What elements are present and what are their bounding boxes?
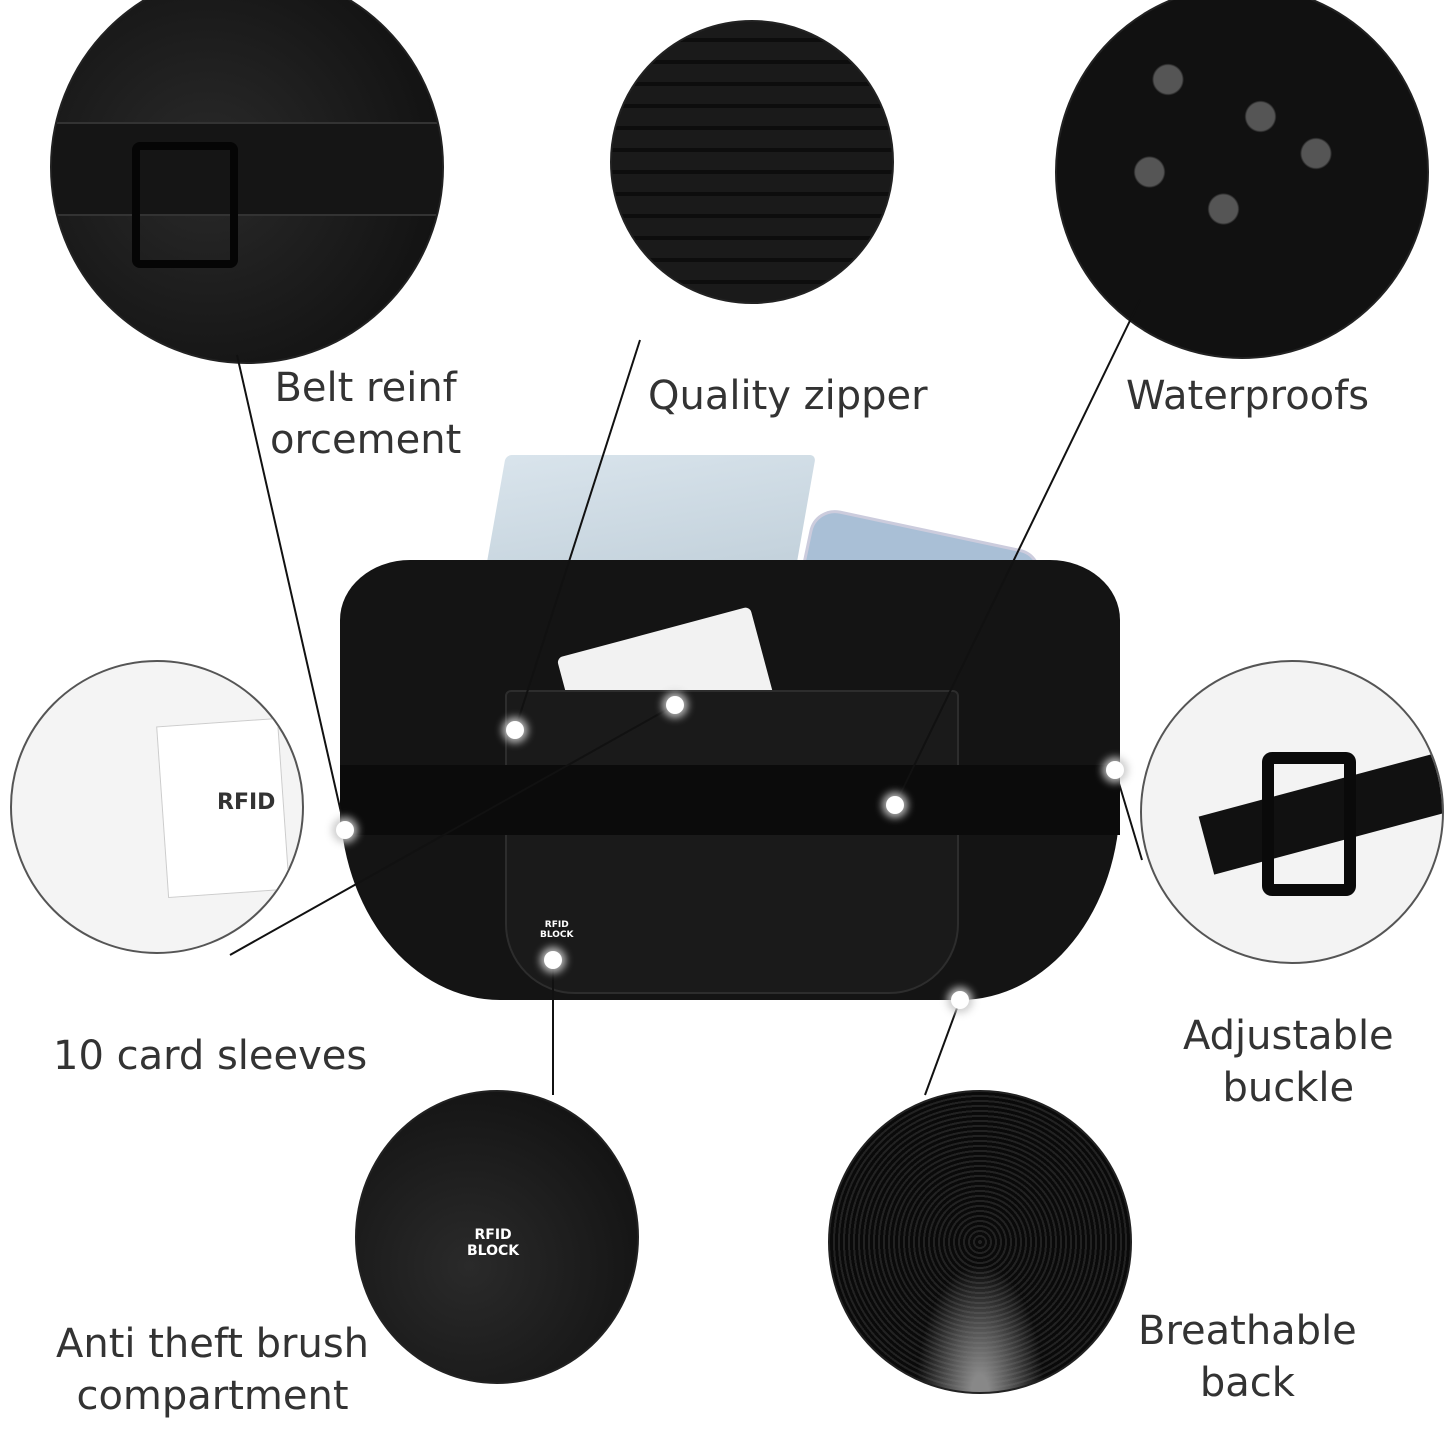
hotspot-anti-theft (544, 951, 562, 969)
label-waterproofs: Waterproofs (1126, 373, 1370, 419)
leader-line-zipper (514, 339, 641, 731)
hotspot-waterproof (886, 796, 904, 814)
anti-theft-line2: compartment (76, 1373, 349, 1419)
leader-line-waterproof (894, 299, 1141, 806)
adjustable-buckle-photo (1140, 660, 1444, 964)
rfid-text-small: RFID (544, 920, 569, 930)
strap-image (52, 122, 442, 216)
rfid-block-badge-small: RFID BLOCK (540, 920, 574, 940)
rfid-block-badge-large: RFID BLOCK (467, 1227, 519, 1259)
leader-line-buckle (1114, 769, 1143, 861)
rfid-text: RFID (474, 1227, 512, 1243)
belt-line2: orcement (270, 417, 462, 463)
quality-zipper-photo (610, 20, 894, 304)
front-pocket (505, 690, 959, 994)
breathable-line2: back (1199, 1360, 1295, 1406)
block-text: BLOCK (467, 1243, 520, 1259)
hotspot-breathable (951, 991, 969, 1009)
breathable-back-photo (828, 1090, 1132, 1394)
slider-buckle-image (1262, 752, 1356, 896)
belt-line1: Belt reinf (274, 365, 457, 411)
label-adjustable-buckle: Adjustable buckle (1183, 1010, 1394, 1114)
buckle-image (132, 142, 238, 268)
leader-line-belt (236, 354, 346, 831)
leader-line-breathable (924, 999, 961, 1096)
label-belt-reinforcement: Belt reinf orcement (270, 362, 461, 466)
waterproof-fabric-photo (1055, 0, 1429, 359)
block-text-small: BLOCK (540, 930, 574, 940)
anti-theft-line1: Anti theft brush (56, 1321, 370, 1367)
buckle-line2: buckle (1222, 1065, 1355, 1111)
belt-strap (340, 765, 1120, 835)
buckle-line1: Adjustable (1183, 1013, 1394, 1059)
label-anti-theft: Anti theft brush compartment (56, 1318, 369, 1422)
belt-reinforcement-photo (50, 0, 444, 364)
anti-theft-compartment-photo: RFID BLOCK (355, 1090, 639, 1384)
card-sleeves-photo: RFID (10, 660, 304, 954)
hotspot-card-sleeves (666, 696, 684, 714)
leader-line-card-sleeves (229, 704, 676, 956)
hotspot-zipper (506, 721, 524, 739)
hotspot-buckle (1106, 761, 1124, 779)
breathable-line1: Breathable (1138, 1308, 1357, 1354)
label-card-sleeves: 10 card sleeves (53, 1033, 368, 1079)
label-breathable-back: Breathable back (1138, 1305, 1357, 1409)
label-quality-zipper: Quality zipper (648, 373, 928, 419)
hotspot-belt (336, 821, 354, 839)
sleeve-rfid-label: RFID (217, 790, 276, 815)
